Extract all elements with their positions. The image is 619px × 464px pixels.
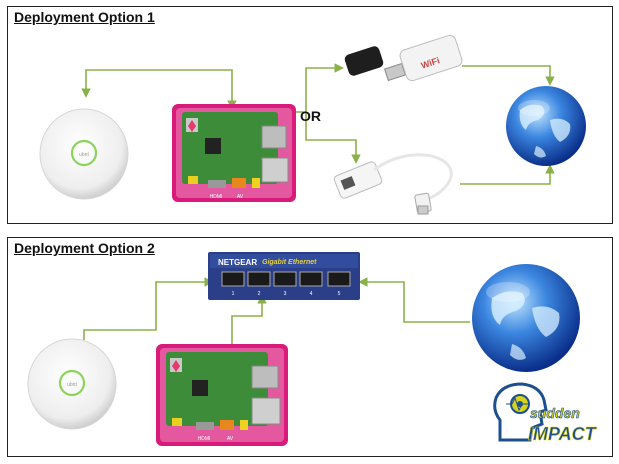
raspberry-pi-1: HDMI AV bbox=[172, 104, 296, 202]
switch-model: Gigabit Ethernet bbox=[262, 259, 317, 266]
option-2-connectors bbox=[83, 277, 470, 350]
logo-text-impact: IMPACT bbox=[528, 424, 598, 444]
internet-globe-1 bbox=[506, 86, 586, 166]
usb-ports bbox=[261, 125, 287, 149]
ethernet-port bbox=[251, 397, 281, 425]
or-label: OR bbox=[300, 108, 321, 124]
connector-pi-to-ethernet bbox=[305, 112, 361, 164]
status-ring-icon bbox=[58, 369, 86, 397]
pi-chip bbox=[192, 380, 208, 396]
option-2-title: Deployment Option 2 bbox=[14, 240, 155, 256]
usb-ports bbox=[251, 365, 279, 389]
wifi-dongle: WiFi bbox=[344, 34, 463, 82]
connector-ap-to-pi bbox=[81, 69, 237, 110]
svg-text:ubnt: ubnt bbox=[79, 152, 89, 158]
switch-port-label: 3 bbox=[284, 291, 287, 297]
switch-port-label: 2 bbox=[258, 291, 261, 297]
pi-port-label-av: AV bbox=[237, 194, 244, 200]
switch-port-label: 4 bbox=[310, 291, 313, 297]
connector-ethernet-to-internet bbox=[460, 164, 555, 185]
connector-wifi-to-internet bbox=[462, 65, 555, 86]
switch-brand: NETGEAR bbox=[218, 258, 257, 267]
switch-port-label: 5 bbox=[338, 291, 341, 297]
status-ring-icon bbox=[70, 139, 98, 167]
raspberry-logo-icon bbox=[188, 120, 196, 132]
network-switch: NETGEAR Gigabit Ethernet 1 2 3 4 5 bbox=[208, 252, 360, 300]
pi-port-label-hdmi: HDMI bbox=[210, 194, 223, 200]
sudden-impact-logo: sudden IMPACT bbox=[493, 382, 598, 444]
usb-ethernet-adapter bbox=[333, 153, 453, 215]
svg-text:ubnt: ubnt bbox=[67, 382, 77, 388]
raspberry-logo-icon bbox=[172, 360, 180, 372]
internet-globe-2 bbox=[472, 264, 580, 372]
pi-chip bbox=[205, 138, 221, 154]
option-1-connectors bbox=[81, 63, 555, 185]
access-point-2: ubnt bbox=[27, 338, 117, 430]
switch-port-label: 1 bbox=[232, 291, 235, 297]
pi-port-label-hdmi: HDMI bbox=[198, 436, 211, 442]
access-point-1: ubnt bbox=[39, 108, 129, 200]
pi-port-label-av: AV bbox=[227, 436, 234, 442]
connector-pi-to-wifi bbox=[292, 63, 344, 113]
connector-switch-to-internet bbox=[358, 277, 470, 323]
connector-pi-to-switch bbox=[231, 294, 267, 350]
connector-ap-to-switch bbox=[83, 277, 214, 340]
option-1-title: Deployment Option 1 bbox=[14, 9, 155, 25]
logo-text-sudden: sudden bbox=[530, 405, 580, 421]
ethernet-port bbox=[261, 157, 289, 183]
raspberry-pi-2: HDMI AV bbox=[156, 344, 288, 446]
